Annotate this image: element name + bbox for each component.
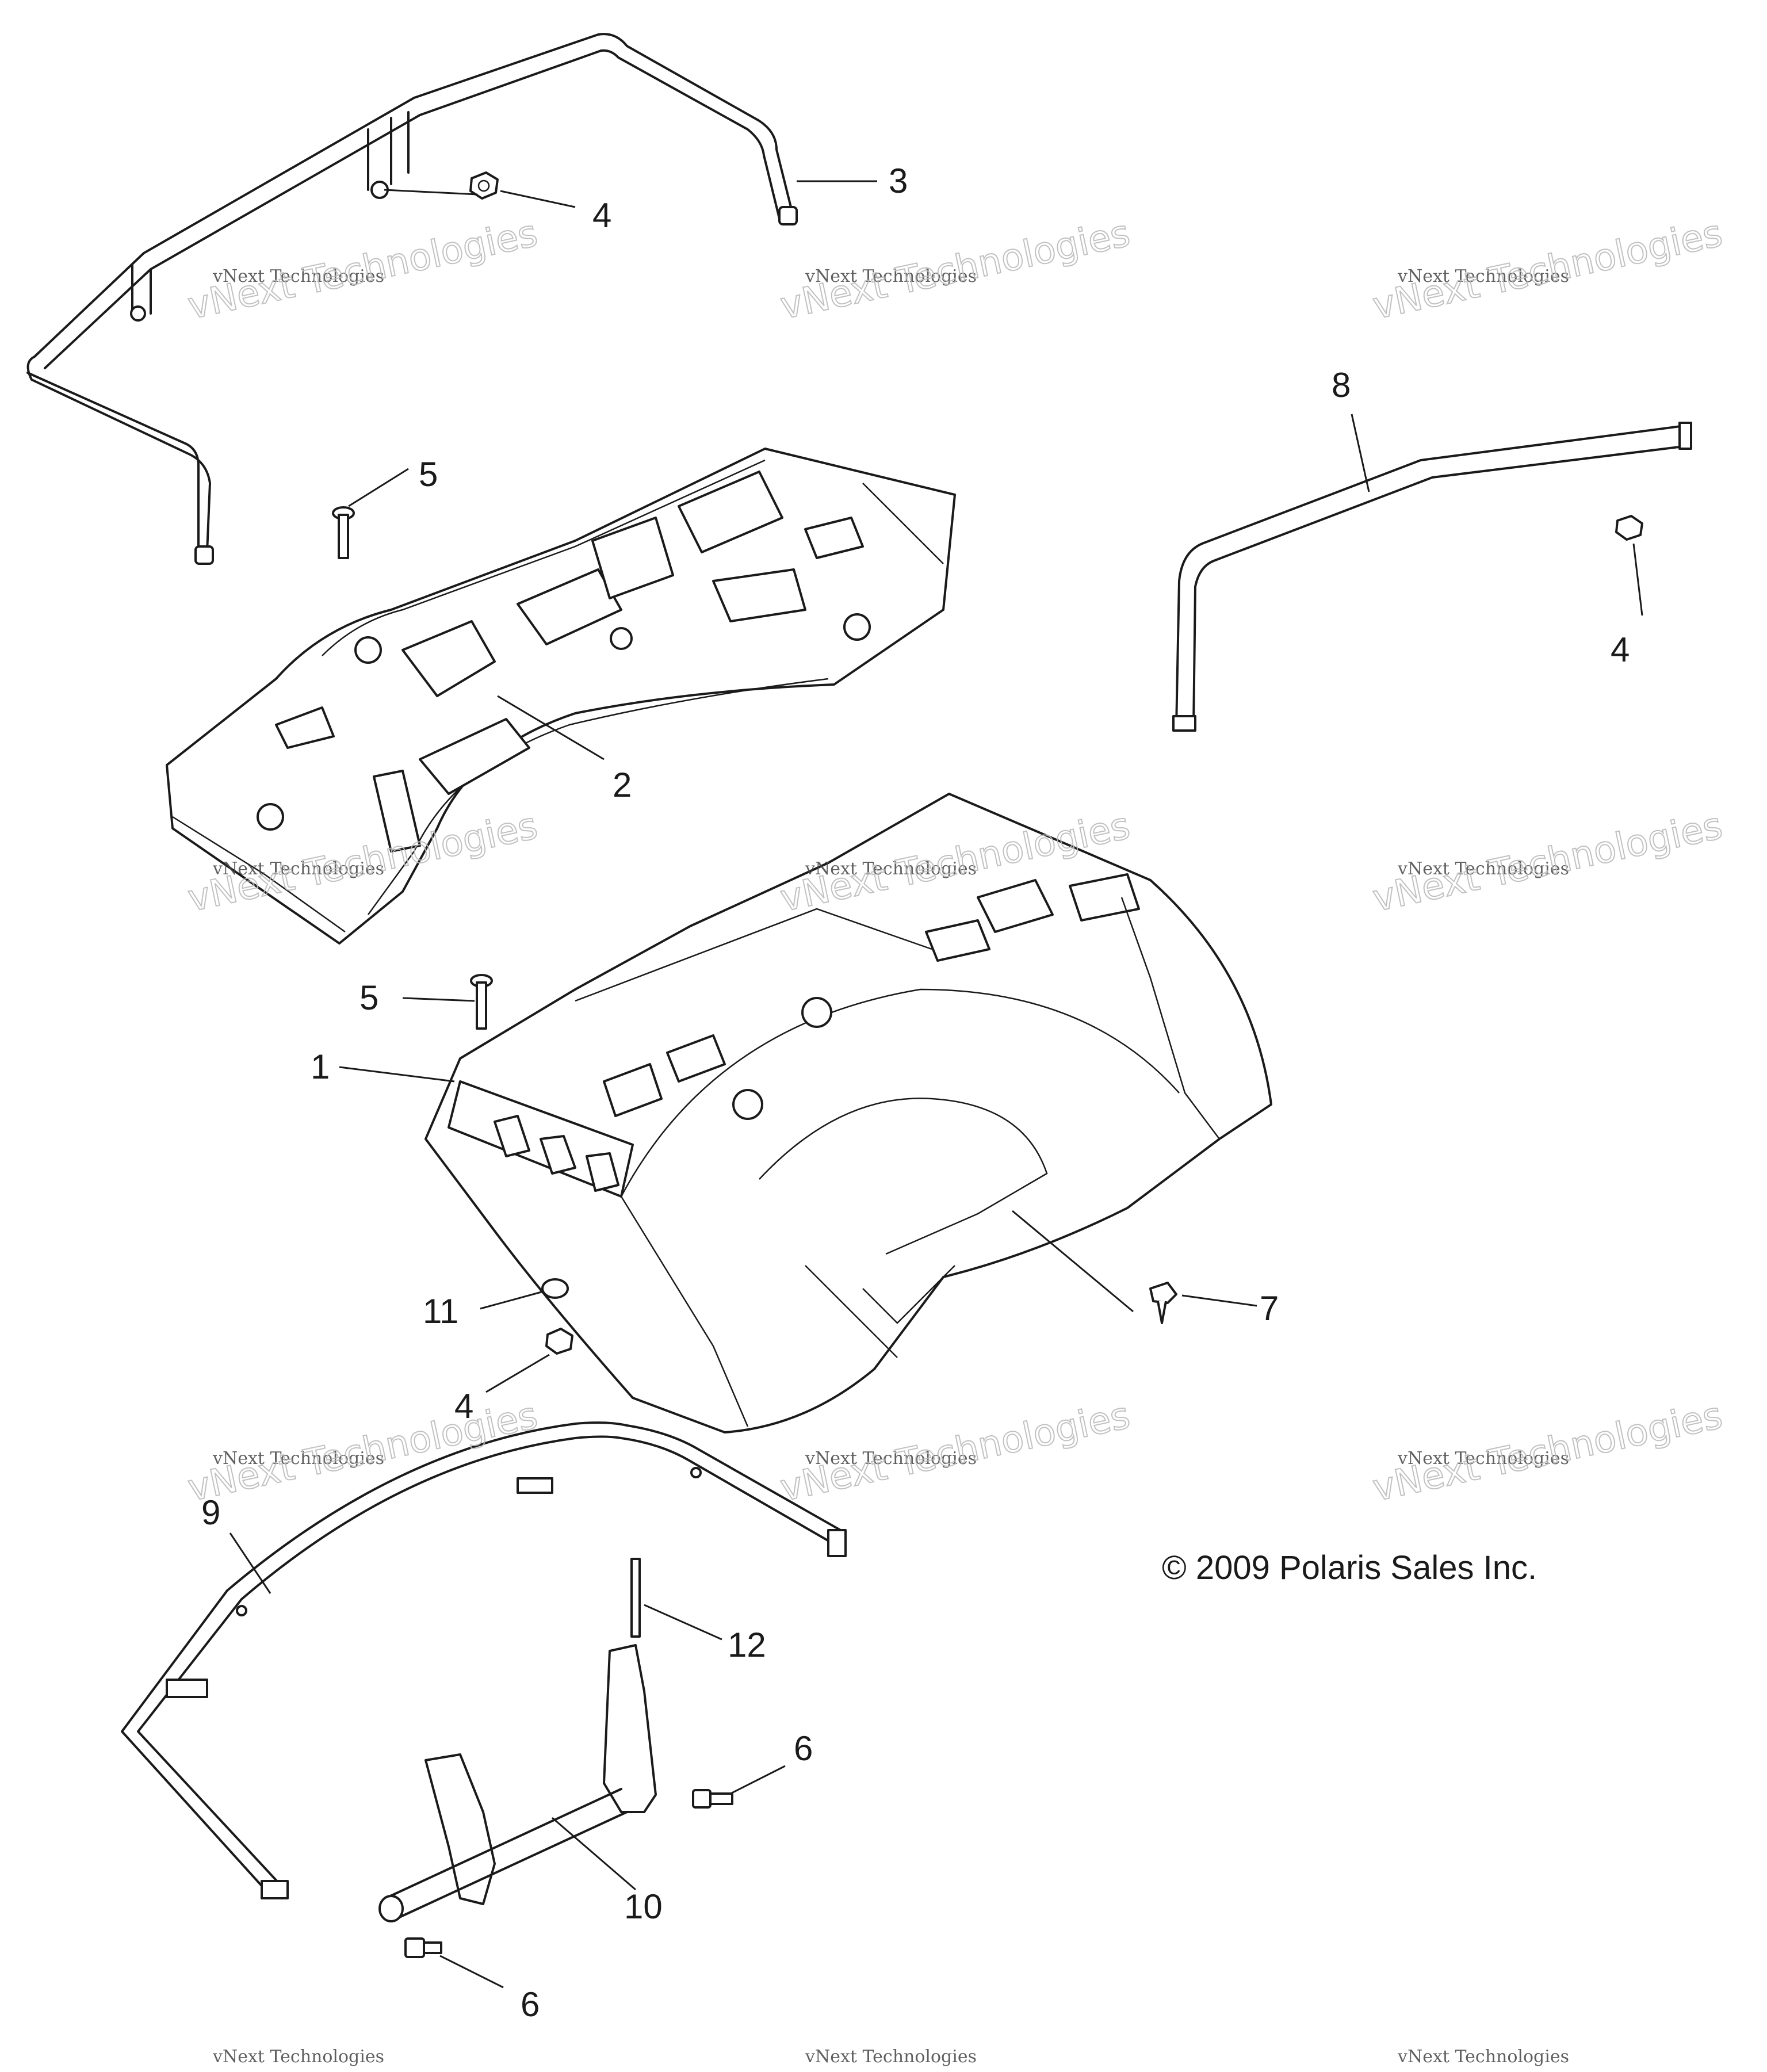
bracket-part-10 xyxy=(378,1644,657,1922)
callout-labels: 3 4 5 8 4 2 5 1 11 7 4 9 12 6 10 6 xyxy=(201,162,1630,2024)
pin-part-12 xyxy=(630,1558,641,1638)
nut-part-4-top xyxy=(469,171,499,200)
bolt-part-5-upper xyxy=(332,506,355,559)
rail-part-9 xyxy=(121,1421,847,1899)
svg-text:vNext Technologies: vNext Technologies xyxy=(1397,859,1569,879)
nut-part-4-lower xyxy=(545,1328,573,1355)
svg-text:vNext Technologies: vNext Technologies xyxy=(805,859,977,879)
callout-8: 8 xyxy=(1332,366,1351,404)
svg-text:vNext Technologies: vNext Technologies xyxy=(805,1448,977,1469)
svg-text:vNext Technologies: vNext Technologies xyxy=(212,859,384,879)
callout-9: 9 xyxy=(201,1493,220,1532)
washer-part-11 xyxy=(541,1278,569,1299)
callout-6-upper: 6 xyxy=(794,1729,813,1768)
rail-part-3 xyxy=(26,33,798,565)
watermark-r1c1: vNext Technologies vNext Technologies xyxy=(183,212,541,328)
callout-5-lower: 5 xyxy=(359,978,378,1017)
callout-3: 3 xyxy=(889,162,908,200)
rear-fender-part-1 xyxy=(424,793,1272,1433)
bolt-part-6-upper xyxy=(692,1789,733,1809)
watermark-r4c2: vNext Technologies xyxy=(805,2047,977,2067)
svg-text:vNext Technologies: vNext Technologies xyxy=(805,266,977,286)
callout-7: 7 xyxy=(1260,1289,1279,1328)
callout-5-upper: 5 xyxy=(419,455,438,494)
watermark-r1c2: vNext Technologies vNext Technologies xyxy=(776,212,1134,328)
nut-part-4-right xyxy=(1615,515,1643,541)
watermark-r3c2: vNext Technologies vNext Technologies xyxy=(776,1394,1134,1511)
watermark-r2c3: vNext Technologies vNext Technologies xyxy=(1368,804,1726,921)
watermark-r4c1: vNext Technologies xyxy=(212,2047,384,2067)
svg-text:vNext Technologies: vNext Technologies xyxy=(212,2047,384,2067)
watermark-r3c1: vNext Technologies vNext Technologies xyxy=(183,1394,541,1511)
bolt-part-5-lower xyxy=(470,974,493,1030)
callout-1: 1 xyxy=(311,1048,330,1086)
fastener-part-7 xyxy=(1149,1282,1177,1324)
callout-4-top: 4 xyxy=(592,196,611,235)
callout-6-lower: 6 xyxy=(521,1985,540,2024)
leader-lines xyxy=(229,180,1643,1989)
callout-4-right: 4 xyxy=(1611,630,1630,669)
callout-4-lower: 4 xyxy=(454,1387,473,1425)
callout-12: 12 xyxy=(728,1626,766,1664)
svg-text:vNext Technologies: vNext Technologies xyxy=(1397,2047,1569,2067)
callout-2: 2 xyxy=(613,766,632,804)
callout-10: 10 xyxy=(624,1887,663,1926)
svg-text:vNext Technologies: vNext Technologies xyxy=(212,1448,384,1469)
copyright-notice: © 2009 Polaris Sales Inc. xyxy=(1162,1549,1537,1587)
watermark-r3c3: vNext Technologies vNext Technologies xyxy=(1368,1394,1726,1511)
watermark-r1c3: vNext Technologies vNext Technologies xyxy=(1368,212,1726,328)
callout-11: 11 xyxy=(423,1292,458,1331)
rear-rack-part-2 xyxy=(166,448,956,945)
svg-text:vNext Technologies: vNext Technologies xyxy=(1397,266,1569,286)
svg-text:vNext Technologies: vNext Technologies xyxy=(212,266,384,286)
watermark-r4c3: vNext Technologies xyxy=(1397,2047,1569,2067)
rail-part-8 xyxy=(1172,422,1692,732)
bolt-part-6-lower xyxy=(404,1937,442,1958)
svg-text:vNext Technologies: vNext Technologies xyxy=(805,2047,977,2067)
svg-text:vNext Technologies: vNext Technologies xyxy=(1397,1448,1569,1469)
